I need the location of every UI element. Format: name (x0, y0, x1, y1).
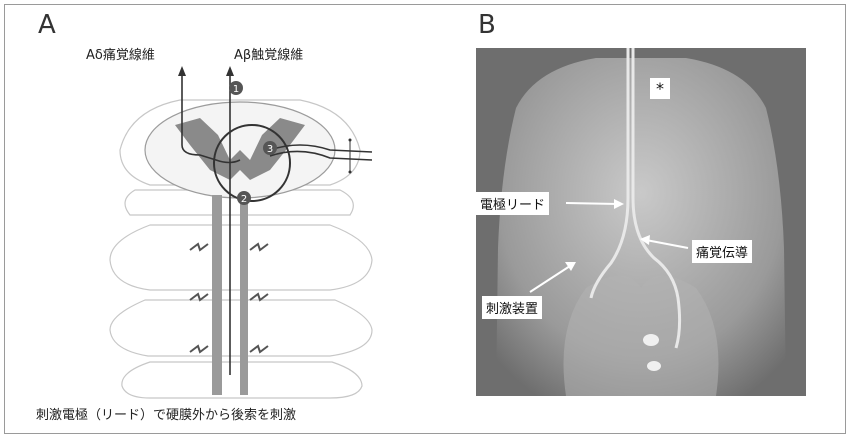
asterisk-label: * (650, 78, 670, 99)
back-photo (476, 48, 806, 396)
dorsal-column (240, 195, 248, 395)
stimulation-device-callout: 刺激装置 (482, 296, 542, 319)
electrode-lead-callout: 電極リード (476, 192, 549, 215)
svg-text:1: 1 (233, 84, 239, 95)
panel-b-letter: B (478, 10, 496, 40)
pain-conduction-callout: 痛覚伝導 (692, 240, 752, 263)
stimulation-symbols (190, 244, 268, 352)
dorsal-column (212, 195, 222, 395)
marker-2: 2 (237, 191, 251, 205)
figure-caption: 刺激電極（リード）で硬膜外から後索を刺激 (36, 404, 296, 423)
svg-text:2: 2 (241, 194, 247, 205)
marker-3: 3 (263, 141, 277, 155)
marker-1: 1 (229, 81, 243, 95)
svg-text:3: 3 (267, 144, 273, 155)
